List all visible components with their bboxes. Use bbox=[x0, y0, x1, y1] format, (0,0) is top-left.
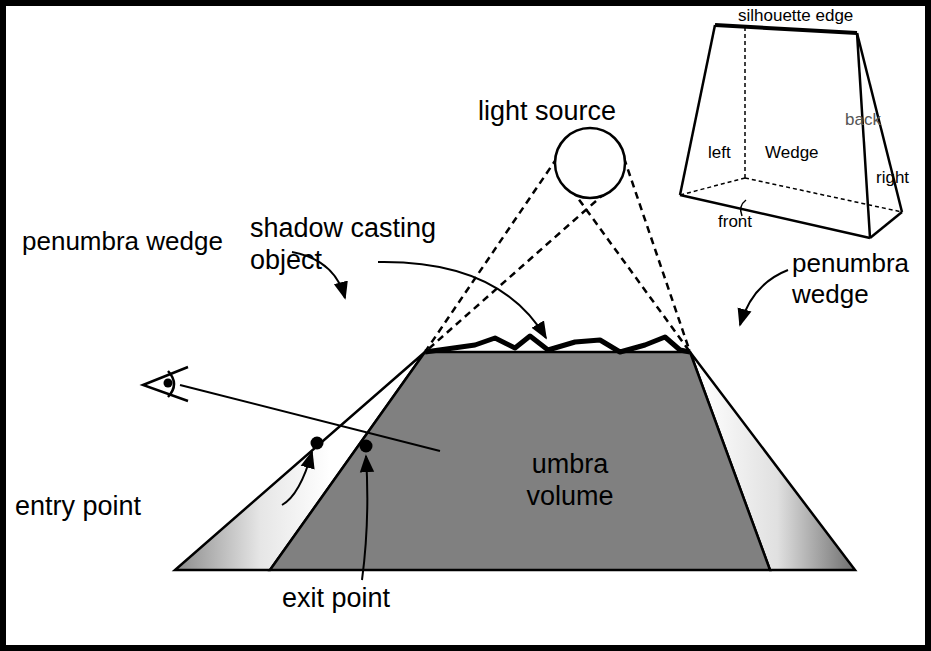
exit-dot bbox=[360, 440, 373, 453]
frame bbox=[3, 3, 928, 648]
light-source bbox=[555, 128, 625, 198]
entry-label: entry point bbox=[15, 490, 141, 522]
view-ray bbox=[180, 385, 440, 451]
pupil bbox=[164, 379, 173, 388]
exit-label: exit point bbox=[282, 582, 390, 614]
entry-dot bbox=[311, 437, 324, 450]
eye bbox=[143, 367, 188, 401]
shadow-caster bbox=[425, 336, 690, 352]
inset-label: right bbox=[876, 168, 909, 188]
inset-label: Wedge bbox=[765, 143, 819, 163]
penumbra-label: penumbra wedge bbox=[22, 226, 223, 257]
inset-label: left bbox=[708, 143, 731, 163]
umbra-volume bbox=[270, 352, 770, 570]
penumbra-label: penumbra wedge bbox=[792, 248, 920, 310]
wedge-inset bbox=[680, 25, 902, 238]
inset-label: front bbox=[718, 212, 752, 232]
inset-label: silhouette edge bbox=[738, 6, 853, 26]
light-source-label: light source bbox=[478, 95, 616, 127]
light-rays bbox=[425, 158, 690, 352]
leaders bbox=[282, 252, 788, 580]
umbra-label: umbra volume bbox=[500, 448, 640, 513]
caster-label: shadow casting object bbox=[250, 212, 490, 277]
inset-label: back bbox=[845, 110, 881, 130]
